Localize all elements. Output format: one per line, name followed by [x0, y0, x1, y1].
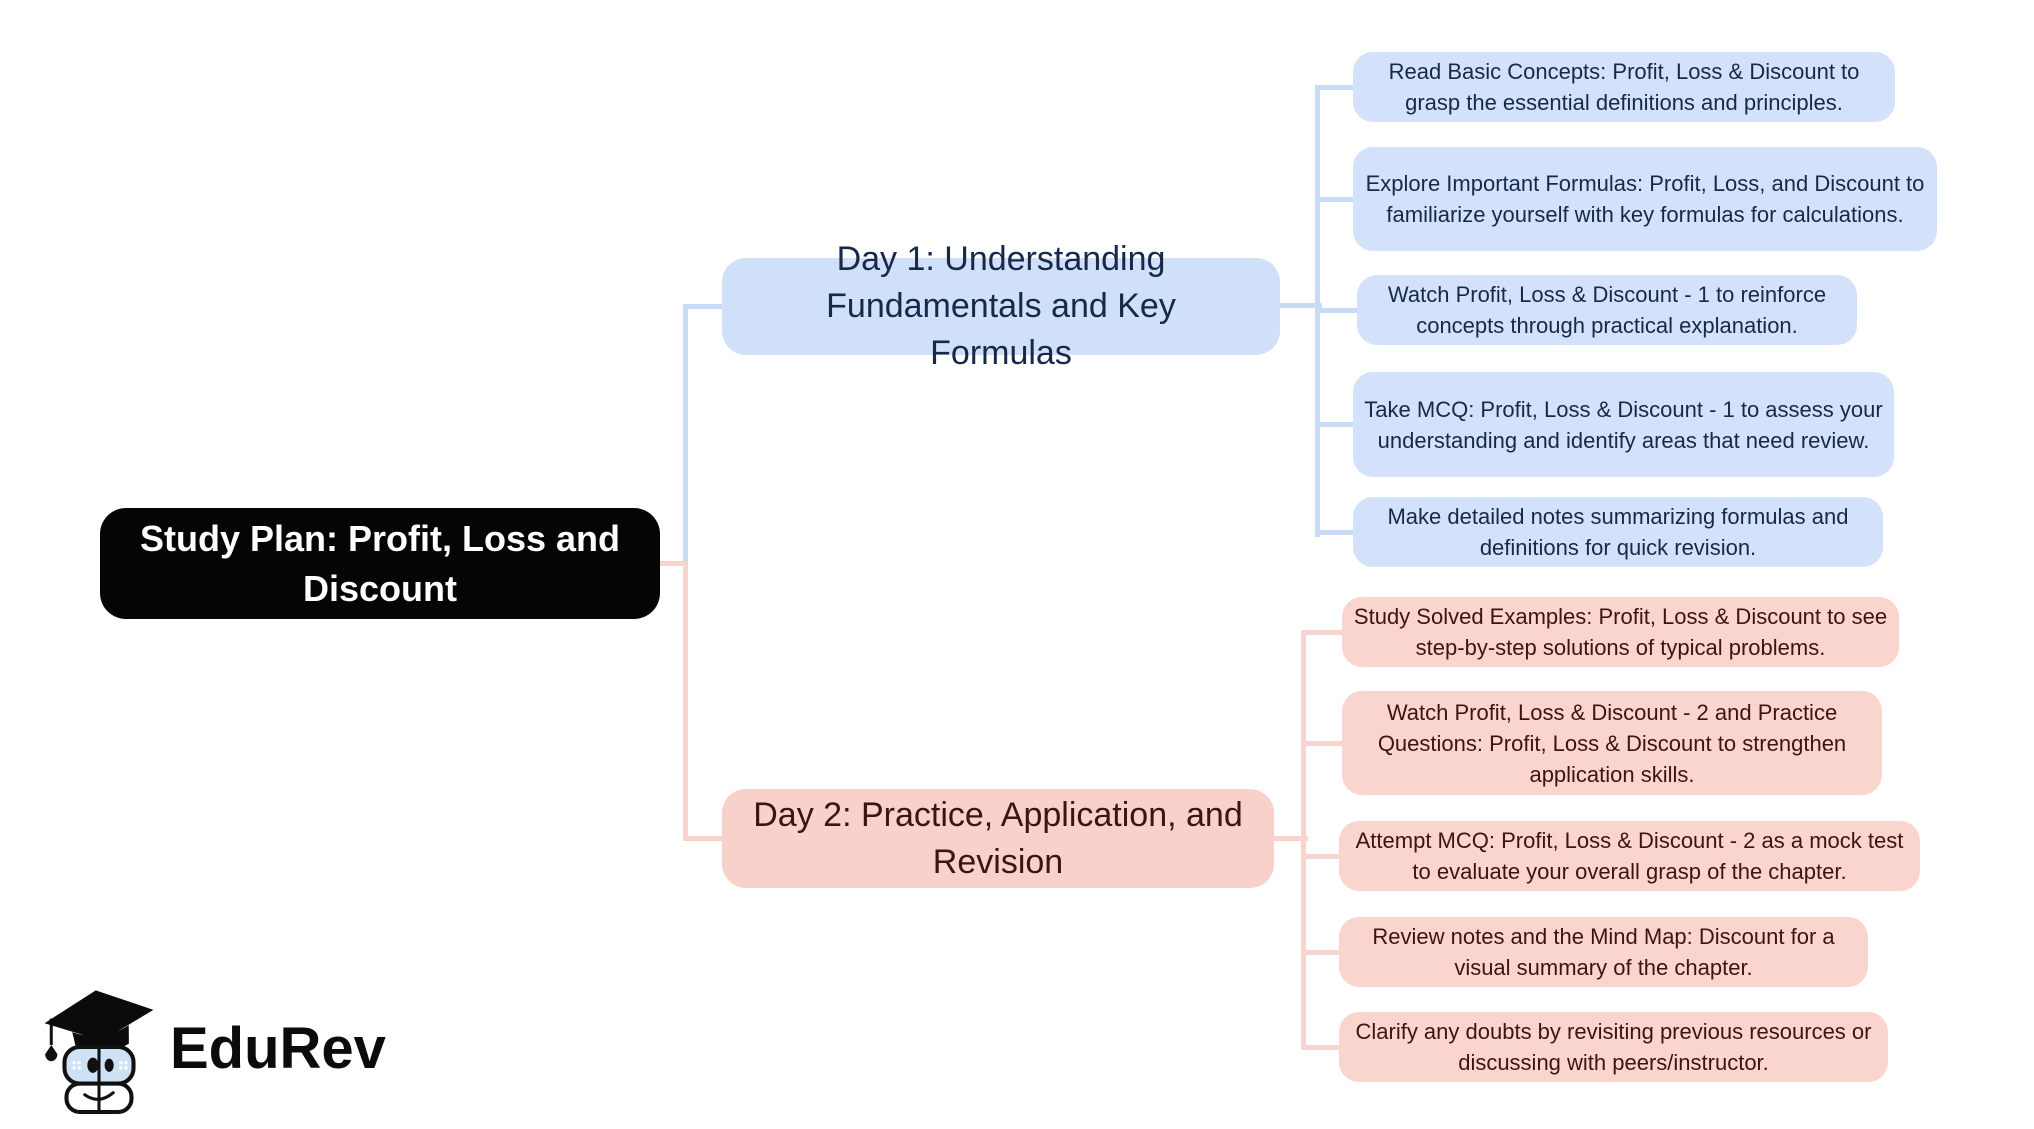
day1-leaf-5-text: Make detailed notes summarizing formulas… [1387, 504, 1849, 560]
day2-leaf-3: Attempt MCQ: Profit, Loss & Discount - 2… [1339, 821, 1920, 891]
day1-leaf-3: Watch Profit, Loss & Discount - 1 to rei… [1357, 275, 1857, 345]
day1-leaf-2-text: Explore Important Formulas: Profit, Loss… [1365, 171, 1925, 227]
connector-day2-trunk [1301, 630, 1306, 1050]
day2-leaf-2: Watch Profit, Loss & Discount - 2 and Pr… [1342, 691, 1882, 795]
root-node-label: Study Plan: Profit, Loss and Discount [139, 517, 621, 609]
edurev-mascot-icon [44, 990, 154, 1114]
branch-day1-label: Day 1: Understanding Fundamentals and Ke… [826, 240, 1176, 372]
connector-day1-leaf3-stub [1317, 308, 1357, 313]
connector-day2-leaf5-stub [1303, 1045, 1339, 1050]
connector-root-out [645, 561, 688, 566]
day1-leaf-4: Take MCQ: Profit, Loss & Discount - 1 to… [1353, 372, 1894, 477]
day2-leaf-3-text: Attempt MCQ: Profit, Loss & Discount - 2… [1355, 828, 1904, 884]
connector-day1-leaf4-stub [1317, 422, 1353, 427]
branch-day2-label: Day 2: Practice, Application, and Revisi… [753, 795, 1243, 881]
day1-leaf-4-text: Take MCQ: Profit, Loss & Discount - 1 to… [1364, 396, 1883, 453]
connector-root-day2-vertical [683, 561, 688, 841]
connector-day2-leaf3-stub [1303, 854, 1339, 859]
edurev-logo-text: EduRev [170, 1015, 386, 1081]
connector-day1-in [683, 304, 722, 309]
connector-day1-leaf1-stub [1317, 85, 1353, 90]
connector-day2-in [683, 836, 722, 841]
connector-day2-leaf4-stub [1303, 950, 1339, 955]
day1-leaf-1-text: Read Basic Concepts: Profit, Loss & Disc… [1388, 59, 1860, 115]
branch-day1: Day 1: Understanding Fundamentals and Ke… [722, 240, 1280, 372]
day2-leaf-1: Study Solved Examples: Profit, Loss & Di… [1342, 597, 1899, 667]
connector-day1-leaf5-stub [1317, 530, 1353, 535]
connector-day2-out [1267, 836, 1308, 841]
connector-root-day1-vertical [683, 304, 688, 566]
day2-leaf-5-text: Clarify any doubts by revisiting previou… [1355, 1019, 1872, 1075]
day2-leaf-4-text: Review notes and the Mind Map: Discount … [1372, 924, 1835, 980]
day1-leaf-5: Make detailed notes summarizing formulas… [1353, 497, 1883, 567]
connector-day2-leaf2-stub [1303, 741, 1342, 746]
day1-leaf-3-text: Watch Profit, Loss & Discount - 1 to rei… [1387, 282, 1827, 338]
root-node: Study Plan: Profit, Loss and Discount [100, 508, 660, 619]
day1-leaf-1: Read Basic Concepts: Profit, Loss & Disc… [1353, 52, 1895, 122]
connector-day1-out [1280, 303, 1322, 308]
branch-day2: Day 2: Practice, Application, and Revisi… [722, 789, 1274, 888]
day2-leaf-1-text: Study Solved Examples: Profit, Loss & Di… [1353, 604, 1888, 660]
day1-leaf-2: Explore Important Formulas: Profit, Loss… [1353, 147, 1937, 251]
day2-leaf-4: Review notes and the Mind Map: Discount … [1339, 917, 1868, 987]
connector-day1-leaf2-stub [1317, 197, 1353, 202]
day2-leaf-2-text: Watch Profit, Loss & Discount - 2 and Pr… [1377, 699, 1847, 787]
edurev-logo: EduRev [38, 982, 386, 1114]
day2-leaf-5: Clarify any doubts by revisiting previou… [1339, 1012, 1888, 1082]
connector-day2-leaf1-stub [1303, 630, 1342, 635]
